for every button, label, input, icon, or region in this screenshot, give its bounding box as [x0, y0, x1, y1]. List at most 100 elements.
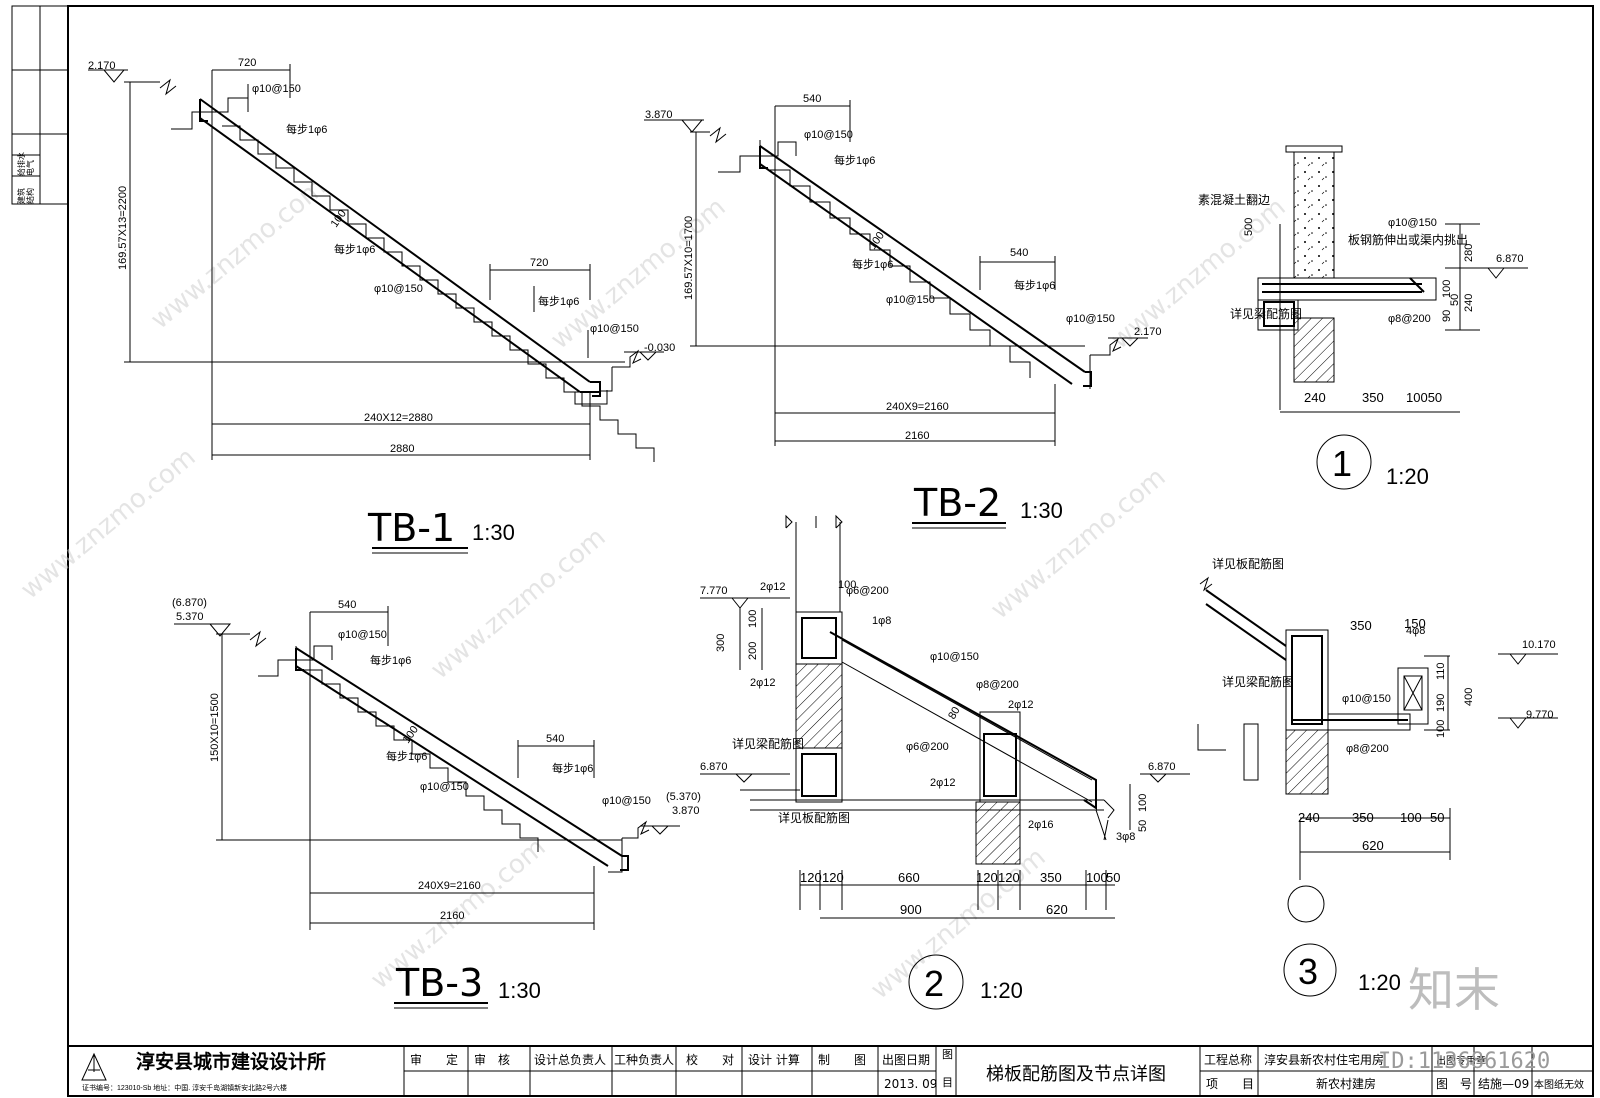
d3-level-bot: 9.770	[1526, 709, 1554, 721]
d2-note-n11: 3φ8	[1116, 831, 1135, 843]
brand-watermark: 知末	[1408, 963, 1500, 1017]
d3-dim-190: 190	[1435, 694, 1447, 712]
stair-tb3: (6.870) 5.370 (5.370) 3.870 540 φ10@150 …	[172, 597, 701, 1009]
tb2-level-top: 3.870	[645, 109, 673, 121]
d3-bar2: φ8@200	[1346, 743, 1389, 755]
d2-b4: 120	[976, 870, 998, 885]
d2-note-n5: φ10@150	[930, 651, 979, 663]
d2-total-900: 900	[900, 902, 922, 917]
d2-dim-100-top: 100	[838, 579, 856, 591]
tb1-scale: 1:30	[472, 520, 515, 545]
tb1-level-bottom: -0.030	[644, 342, 675, 354]
d3-dim-150: 150	[1404, 616, 1426, 631]
tb2-bar-top: φ10@150	[804, 129, 853, 141]
d2-dim-100: 100	[747, 610, 759, 628]
stair-tb2: 3.870 2.170 540 φ10@150 每步1φ6 100 每步1φ6 …	[644, 93, 1162, 529]
tb1-dim-mid: 720	[530, 257, 548, 269]
tb-date: 2013. 09	[884, 1077, 937, 1091]
tb-drawno: 结施—09	[1478, 1077, 1529, 1091]
tb3-dist1: 每步1φ6	[370, 653, 411, 667]
watermark-text-6: www.znzmo.com	[985, 462, 1171, 625]
tb-h-zhitu: 制 图	[818, 1053, 866, 1067]
tb1-height-dim: 169.57X13=2200	[117, 186, 129, 270]
tb3-height-dim: 150X10=1500	[209, 693, 221, 762]
strip-cell-dianqi: 电气	[25, 160, 35, 176]
tb2-dist1: 每步1φ6	[834, 153, 875, 167]
tb3-scale: 1:30	[498, 978, 541, 1003]
d1-dim-280: 280	[1463, 244, 1475, 262]
tb1-bar-bottom: φ10@150	[590, 323, 639, 335]
tb2-dim-top: 540	[803, 93, 821, 105]
d1-callout-circle	[1316, 434, 1372, 490]
tb-h-jiaodui: 校 对	[686, 1052, 734, 1067]
d3-level-top: 10.170	[1522, 639, 1556, 651]
tb1-bar-mid: φ10@150	[374, 283, 423, 295]
d1-num: 1	[1332, 443, 1352, 484]
tb1-dist2: 每步1φ6	[334, 242, 375, 256]
d2-note-n9: 2φ12	[930, 777, 956, 789]
tb-h-item: 项 目	[1206, 1077, 1254, 1091]
d2-note-n4: 2φ12	[750, 677, 776, 689]
company-name: 淳安县城市建设设计所	[136, 1050, 326, 1073]
d2-note-n8: φ6@200	[906, 741, 949, 753]
watermark-text-4: www.znzmo.com	[15, 442, 201, 605]
tb-h-tumu-1: 图	[942, 1048, 953, 1061]
d1-note-flange: 素混凝土翻边	[1198, 192, 1270, 207]
tb3-run-dim: 240X9=2160	[418, 880, 481, 892]
d2-note-n1: 2φ12	[760, 581, 786, 593]
d2-scale: 1:20	[980, 978, 1023, 1003]
detail-3: 详见板配筋图 详见梁配筋图 φ10@150 φ8@200 4φ8 350 150…	[1197, 556, 1558, 997]
discipline-strip: 建筑 结构 给排水 电气	[11, 5, 69, 205]
id-watermark: ID:1136861620	[1378, 1049, 1550, 1074]
watermark-text-1: www.znzmo.com	[145, 172, 331, 335]
d2-dim-300: 300	[715, 634, 727, 652]
tb2-run-dim: 240X9=2160	[886, 401, 949, 413]
d3-dim-400: 400	[1463, 688, 1475, 706]
tb-h-gongzhong: 工种负责人	[614, 1053, 674, 1067]
tb-project: 淳安县新农村住宅用房	[1264, 1052, 1384, 1067]
tb1-run-dim: 240X12=2880	[364, 412, 433, 424]
d3-bar3: 4φ8	[1406, 625, 1425, 637]
d1-dim-90: 90	[1441, 310, 1453, 322]
drawing-title: 梯板配筋图及节点详图	[986, 1064, 1166, 1084]
d3-dim-110: 110	[1435, 662, 1447, 680]
tb3-bar-bottom: φ10@150	[602, 795, 651, 807]
d2-dim-100-right: 100	[1137, 794, 1149, 812]
tb1-thickness: 100	[329, 208, 349, 230]
d2-b3: 660	[898, 870, 920, 885]
tb3-total-dim: 2160	[440, 910, 464, 922]
tb3-dim-mid: 540	[546, 733, 564, 745]
d1-dim-50: 50	[1449, 294, 1461, 306]
d2-level-top: 7.770	[700, 585, 728, 597]
d2-total-620: 620	[1046, 902, 1068, 917]
tb-h-zongfuze: 设计总负责人	[534, 1053, 606, 1067]
watermark-text-8: www.znzmo.com	[865, 842, 1051, 1005]
tb3-dist3: 每步1φ6	[552, 761, 593, 775]
d1-level: 6.870	[1496, 253, 1524, 265]
tb2-bar-bottom: φ10@150	[1066, 313, 1115, 325]
tb-h-drawno: 图 号	[1436, 1077, 1472, 1091]
d2-b5: 120	[998, 870, 1020, 885]
d2-note-n10: 2φ16	[1028, 819, 1054, 831]
tb1-bar-top: φ10@150	[252, 83, 301, 95]
d1-bar2: φ8@200	[1388, 313, 1431, 325]
tb-h-sheji: 设计 计算	[748, 1052, 800, 1067]
tb3-level-bottom-a: (5.370)	[666, 791, 701, 803]
tb-item: 新农村建房	[1316, 1076, 1376, 1091]
tb3-level-top-b: 5.370	[176, 611, 204, 623]
d2-b6: 350	[1040, 870, 1062, 885]
tb2-dim-mid: 540	[1010, 247, 1028, 259]
tb3-bar-mid: φ10@150	[420, 781, 469, 793]
d2-dim-200: 200	[747, 642, 759, 660]
strip-cell-geipaishui: 给排水	[16, 152, 26, 176]
d3-dim-100: 100	[1435, 720, 1447, 738]
d3-note-beam: 详见梁配筋图	[1222, 674, 1294, 689]
d2-note-slab: 详见板配筋图	[778, 810, 850, 825]
d3-note-slab: 详见板配筋图	[1212, 556, 1284, 571]
d2-note-n6: φ8@200	[976, 679, 1019, 691]
d1-bottom-10050: 10050	[1406, 390, 1442, 405]
d3-b100: 100	[1400, 810, 1422, 825]
tb1-title: TB-1	[367, 506, 455, 550]
d2-note-n3: 1φ8	[872, 615, 891, 627]
